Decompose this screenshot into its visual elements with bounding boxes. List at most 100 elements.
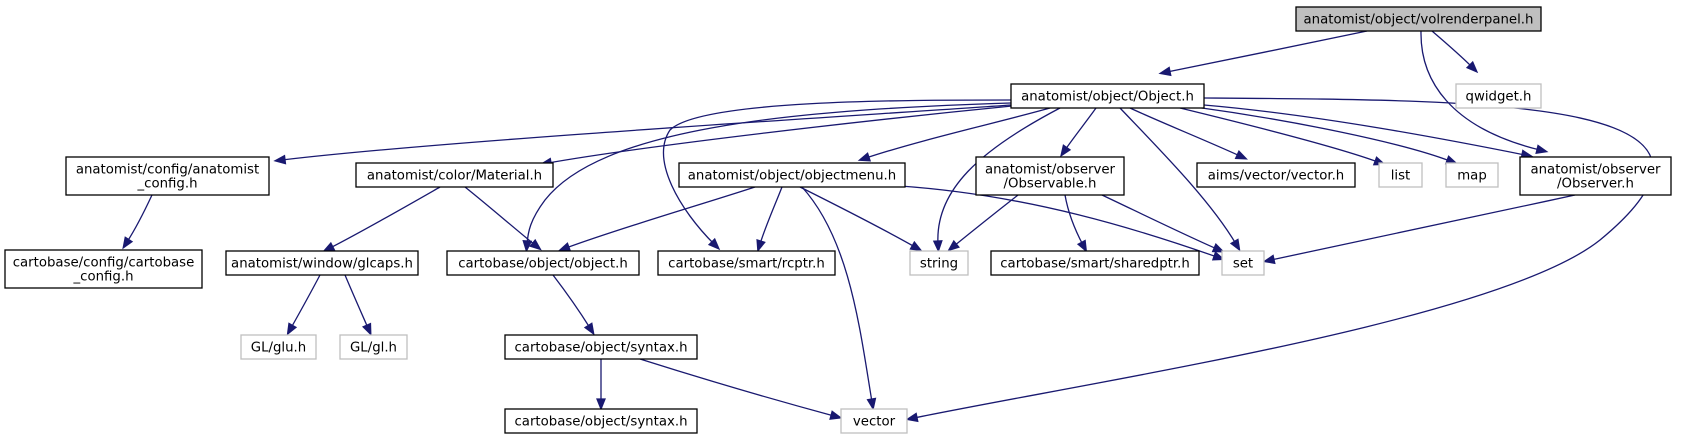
edge-line [1431,30,1473,68]
node-observer[interactable]: anatomist/observer/Observer.h [1519,156,1672,196]
node-label: anatomist/object/objectmenu.h [688,169,896,184]
node-label: /Observable.h [1004,177,1097,192]
node-label: list [1391,169,1411,184]
edge-line [899,185,1218,258]
edge-object_h-to-objectmenu [857,107,1051,162]
node-box [504,334,698,360]
edge-line [1119,107,1237,245]
edge-line [329,186,441,249]
node-label: anatomist/color/Material.h [367,169,542,184]
edge-cb_object-to-syntax1 [552,274,595,336]
edge-volrenderpanel-to-object_h [1158,30,1368,77]
edge-arrowhead [1262,254,1276,265]
edge-arrowhead [857,152,872,162]
node-gl: GL/gl.h [339,334,408,360]
edge-arrowhead [1076,239,1088,253]
node-anatomist_config[interactable]: anatomist/config/anatomist_config.h [65,156,270,196]
edge-material-to-cb_object [464,186,542,251]
node-label: cartobase/object/object.h [458,257,628,272]
node-observable[interactable]: anatomist/observer/Observable.h [975,156,1125,196]
edge-arrowhead [557,242,572,252]
node-label: anatomist/observer [1530,163,1661,178]
edge-line [1420,30,1541,151]
nodes-layer: anatomist/object/volrenderpanel.h anatomi… [4,6,1672,434]
edge-line [937,107,1061,245]
node-box [65,156,270,196]
node-label: vector [853,415,896,430]
node-syntax1[interactable]: cartobase/object/syntax.h [504,334,698,360]
edge-line [290,274,321,329]
node-label: anatomist/object/volrenderpanel.h [1304,13,1534,28]
edge-observable-to-sharedptr [1064,194,1088,253]
edge-line [1194,106,1451,162]
edge-material-to-glcaps [322,186,441,253]
edge-arrowhead [596,398,606,411]
node-label: set [1233,257,1253,272]
node-glu: GL/glu.h [240,334,317,360]
edge-arrowhead [1211,251,1226,261]
edge-anatomist_config-to-cartobase_config [122,194,153,250]
edge-arrowhead [707,237,721,251]
edge-line [552,274,591,329]
edge-arrowhead [1535,144,1549,154]
edge-arrowhead [756,239,766,253]
edge-object_h-to-string [932,107,1061,253]
edge-observable-to-string [947,194,1019,252]
edge-line [547,105,1013,164]
edge-object_h-to-list [1179,107,1387,166]
node-object_h[interactable]: anatomist/object/Object.h [1010,83,1205,109]
node-syntax2[interactable]: cartobase/object/syntax.h [504,408,698,434]
edge-arrowhead [932,240,943,253]
node-cb_object[interactable]: cartobase/object/object.h [446,250,640,276]
node-box [975,156,1125,196]
edge-line [1129,107,1241,157]
node-box [990,250,1200,276]
edge-object_h-to-rcptr [663,99,1012,251]
edge-line [1203,104,1526,156]
node-label: cartobase/object/syntax.h [514,341,687,356]
node-material[interactable]: anatomist/color/Material.h [355,162,554,188]
edge-line [526,102,1012,245]
node-label: cartobase/smart/rcptr.h [668,257,825,272]
node-box [1010,83,1205,109]
node-box [909,250,969,276]
node-aims_vector[interactable]: aims/vector/vector.h [1196,162,1356,188]
edge-line [1166,30,1368,73]
node-objectmenu[interactable]: anatomist/object/objectmenu.h [678,162,906,188]
edge-arrowhead [522,239,533,253]
edge-object_h-to-observer [1203,104,1534,160]
edge-volrenderpanel-to-observer [1420,30,1549,154]
node-volrenderpanel[interactable]: anatomist/object/volrenderpanel.h [1295,6,1542,32]
node-label: /Observer.h [1557,177,1634,192]
node-string: string [909,250,969,276]
edge-object_h-to-observable [1060,107,1097,158]
node-rcptr[interactable]: cartobase/smart/rcptr.h [657,250,836,276]
node-box [339,334,408,360]
edge-arrowhead [286,322,298,336]
node-box [4,249,203,289]
node-box [1445,162,1499,188]
edge-arrowhead [122,236,134,250]
edge-line [1064,107,1097,151]
node-label: cartobase/smart/sharedptr.h [1000,257,1190,272]
edge-arrowhead [829,410,843,420]
edge-syntax1-to-syntax2 [596,359,606,411]
edges-layer [122,30,1654,423]
node-label: aims/vector/vector.h [1208,169,1344,184]
edge-glcaps-to-gl [344,274,372,337]
node-box [1221,250,1265,276]
edge-line [801,186,873,403]
edge-objectmenu-to-vector [801,186,877,411]
edge-object_h-to-aims_vector [1129,107,1248,160]
edge-arrowhead [361,322,372,337]
node-sharedptr[interactable]: cartobase/smart/sharedptr.h [990,250,1200,276]
node-cartobase_config[interactable]: cartobase/config/cartobase_config.h [4,249,203,289]
node-label: cartobase/config/cartobase [13,256,195,271]
node-box [1196,162,1356,188]
node-glcaps[interactable]: anatomist/window/glcaps.h [225,250,419,276]
node-box [840,408,908,434]
edge-arrowhead [947,239,960,252]
edge-arrowhead [1060,144,1072,158]
node-box [504,408,698,434]
